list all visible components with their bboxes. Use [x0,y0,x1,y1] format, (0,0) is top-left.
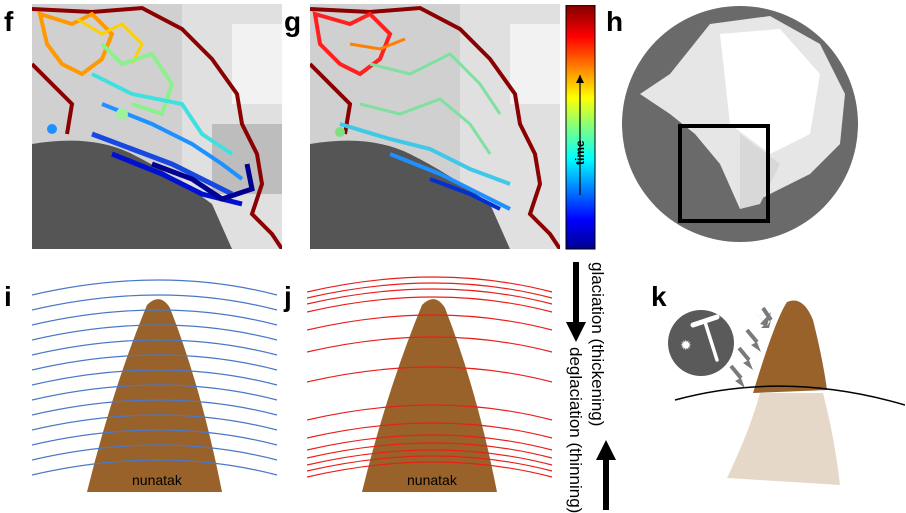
panel-label-k: k [651,281,667,312]
nunatak-label-i: nunatak [132,472,183,488]
map-panel-g [310,4,560,249]
panel-label-i: i [4,281,12,312]
spark-icon: ✹ [680,338,692,354]
glaciation-arrow [566,262,586,342]
panel-label-h: h [606,6,624,37]
exposure-panel-k: ✹ [668,300,905,485]
panel-label-g: g [284,6,302,37]
map-panel-f [32,4,282,249]
deglaciation-label: deglaciation (thinning) [566,347,585,513]
hammer-icon [690,314,720,362]
cosmic-ray-arrows [729,306,773,388]
panel-label-j: j [284,281,292,312]
time-colorbar: time [565,5,596,250]
colorbar-label: time [573,140,587,165]
profile-panel-j: nunatak [307,276,553,492]
deglaciation-arrow [596,440,616,510]
glaciation-label: glaciation (thickening) [588,262,607,427]
profile-panel-i: nunatak [32,279,278,492]
panel-label-f: f [4,6,14,37]
antarctica-map [622,6,858,242]
nunatak-label-j: nunatak [407,472,458,488]
